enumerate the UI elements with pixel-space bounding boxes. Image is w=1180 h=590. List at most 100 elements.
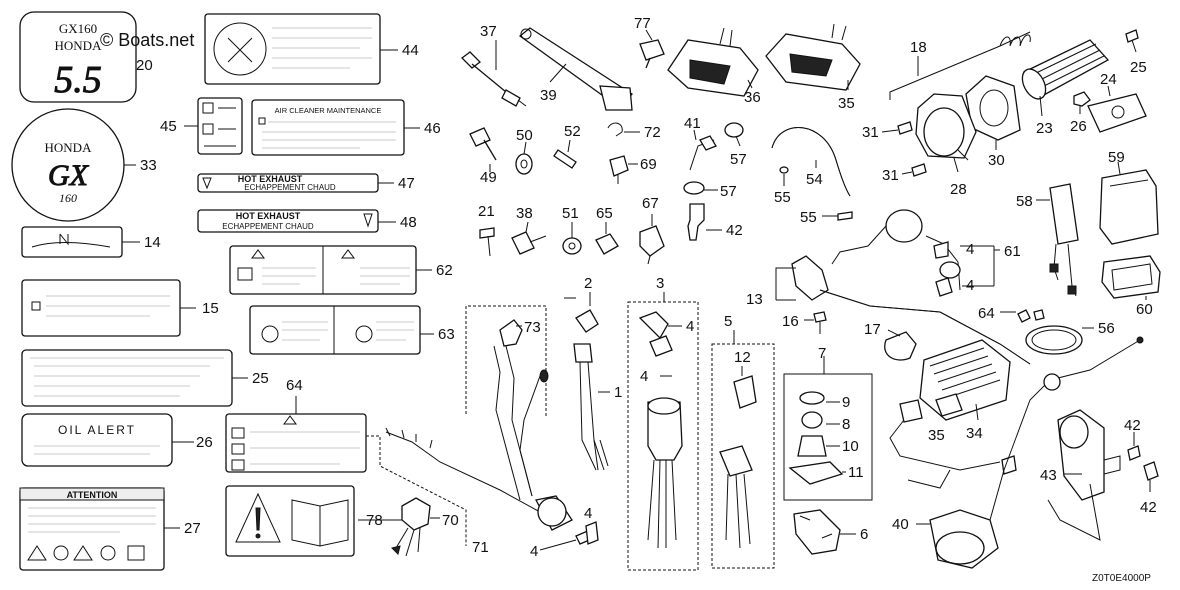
callout-37[interactable]: 37 bbox=[480, 23, 497, 40]
callout-10[interactable]: 10 bbox=[842, 438, 859, 455]
warning-decal[interactable] bbox=[225, 485, 355, 557]
flange-bolt-51[interactable] bbox=[469, 127, 497, 161]
solenoid-62[interactable] bbox=[831, 209, 961, 297]
spark-plug[interactable] bbox=[461, 51, 527, 107]
callout-32[interactable]: 33 bbox=[140, 157, 157, 174]
callout-4b[interactable]: 4 bbox=[584, 505, 592, 522]
callout-38[interactable]: 38 bbox=[516, 205, 533, 222]
part-56b[interactable] bbox=[837, 211, 853, 221]
callout-36[interactable]: 36 bbox=[744, 89, 761, 106]
terminal-4b[interactable] bbox=[585, 521, 599, 545]
callout-58[interactable]: 56 bbox=[1098, 320, 1115, 337]
callout-14[interactable]: 14 bbox=[144, 234, 161, 251]
callout-40[interactable]: 40 bbox=[892, 516, 909, 533]
callout-24[interactable]: 25 bbox=[1130, 59, 1147, 76]
washer-53[interactable] bbox=[562, 237, 582, 255]
nut-25[interactable] bbox=[1073, 91, 1091, 107]
clip-72[interactable] bbox=[607, 122, 623, 137]
callout-4e[interactable]: 4 bbox=[966, 241, 974, 258]
callout-13[interactable]: 13 bbox=[746, 291, 763, 308]
screws-31[interactable] bbox=[897, 121, 927, 177]
callout-51[interactable]: 49 bbox=[480, 169, 497, 186]
callout-2[interactable]: 2 bbox=[584, 275, 592, 292]
clamp-57a[interactable] bbox=[724, 122, 744, 138]
valve-41[interactable] bbox=[687, 203, 705, 241]
switch-box-7[interactable] bbox=[783, 373, 873, 501]
label-63[interactable] bbox=[229, 245, 417, 295]
screw-21[interactable] bbox=[479, 227, 495, 257]
callout-41[interactable]: 42 bbox=[726, 222, 743, 239]
callout-39[interactable]: 39 bbox=[540, 87, 557, 104]
o-ring-58[interactable] bbox=[1025, 325, 1083, 355]
label-hot-exhaust-49[interactable]: HOT EXHAUST ECHAPPEMENT CHAUD bbox=[197, 173, 379, 193]
part-69[interactable] bbox=[609, 155, 629, 184]
callout-73[interactable]: 73 bbox=[524, 319, 541, 336]
plug-wrench[interactable] bbox=[518, 27, 633, 111]
callout-77[interactable]: 77 bbox=[634, 15, 651, 32]
callout-56a[interactable]: 55 bbox=[774, 189, 791, 206]
callout-71[interactable]: 71 bbox=[472, 539, 489, 556]
callout-60[interactable]: 59 bbox=[1108, 149, 1125, 166]
handle-grip[interactable] bbox=[1018, 39, 1110, 103]
callout-46[interactable]: 44 bbox=[402, 42, 419, 59]
part-56a[interactable] bbox=[779, 166, 789, 174]
callout-17[interactable]: 17 bbox=[864, 321, 881, 338]
label-oil-alert[interactable]: OIL ALERT bbox=[21, 413, 173, 467]
callout-4f[interactable]: 4 bbox=[966, 277, 974, 294]
callout-63[interactable]: 62 bbox=[436, 262, 453, 279]
callout-53[interactable]: 51 bbox=[562, 205, 579, 222]
bolt-38[interactable] bbox=[511, 231, 547, 255]
callout-16[interactable]: 16 bbox=[782, 313, 799, 330]
switch-assembly-1[interactable] bbox=[573, 309, 609, 471]
callout-25[interactable]: 26 bbox=[1070, 118, 1087, 135]
case-61[interactable] bbox=[1101, 255, 1161, 299]
callout-33[interactable]: 34 bbox=[966, 425, 983, 442]
callout-23[interactable]: 24 bbox=[1100, 71, 1117, 88]
callout-66[interactable]: 65 bbox=[596, 205, 613, 222]
callout-29[interactable]: 28 bbox=[950, 181, 967, 198]
module-59[interactable] bbox=[1049, 183, 1079, 297]
callout-5[interactable]: 5 bbox=[724, 313, 732, 330]
callout-65[interactable]: 64 bbox=[978, 305, 995, 322]
callout-72[interactable]: 72 bbox=[644, 124, 661, 141]
harness-34[interactable] bbox=[889, 399, 1017, 489]
label-hot-exhaust-50[interactable]: HOT EXHAUST ECHAPPEMENT CHAUD bbox=[197, 209, 379, 233]
engine-mount-36[interactable] bbox=[667, 27, 759, 97]
pin-54[interactable] bbox=[553, 149, 577, 169]
callout-70[interactable]: 70 bbox=[442, 512, 459, 529]
callout-42[interactable]: 41 bbox=[684, 115, 701, 132]
callout-62[interactable]: 61 bbox=[1004, 243, 1021, 260]
switch-assembly-5[interactable] bbox=[711, 343, 775, 569]
emblem-gx160-5-5[interactable]: GX160 HONDA 5.5 bbox=[19, 11, 137, 103]
callout-57b[interactable]: 57 bbox=[720, 183, 737, 200]
regulator-33[interactable] bbox=[919, 339, 1011, 421]
cover-60[interactable] bbox=[1099, 169, 1159, 245]
callout-12[interactable]: 12 bbox=[734, 349, 751, 366]
callout-67[interactable]: 64 bbox=[286, 377, 303, 394]
callout-27[interactable]: 26 bbox=[196, 434, 213, 451]
engine-mount-35[interactable] bbox=[765, 23, 861, 91]
screw-16[interactable] bbox=[813, 311, 827, 334]
callout-57a[interactable]: 57 bbox=[730, 151, 747, 168]
callout-49[interactable]: 47 bbox=[398, 175, 415, 192]
label-attention[interactable]: ATTENTION bbox=[19, 487, 165, 571]
callout-28[interactable]: 27 bbox=[184, 520, 201, 537]
callout-43[interactable]: 42 bbox=[1140, 499, 1157, 516]
callout-54[interactable]: 52 bbox=[564, 123, 581, 140]
callout-4a[interactable]: 4 bbox=[530, 543, 538, 560]
callout-34[interactable]: 35 bbox=[928, 427, 945, 444]
callout-61[interactable]: 60 bbox=[1136, 301, 1153, 318]
wire-harness-71[interactable] bbox=[385, 305, 573, 531]
screw-24[interactable] bbox=[1125, 29, 1139, 53]
switch-housing[interactable] bbox=[915, 93, 977, 161]
callout-11[interactable]: 11 bbox=[848, 464, 864, 481]
clip-44[interactable] bbox=[1127, 445, 1141, 461]
washer-52[interactable] bbox=[515, 153, 533, 175]
callout-9[interactable]: 9 bbox=[842, 394, 850, 411]
label-64[interactable] bbox=[249, 305, 421, 355]
bracket-45[interactable] bbox=[1047, 409, 1121, 541]
label-15[interactable] bbox=[21, 279, 181, 337]
ignition-coil-40[interactable] bbox=[929, 336, 1144, 569]
bolt-77[interactable] bbox=[639, 39, 665, 69]
callout-3[interactable]: 3 bbox=[656, 275, 664, 292]
